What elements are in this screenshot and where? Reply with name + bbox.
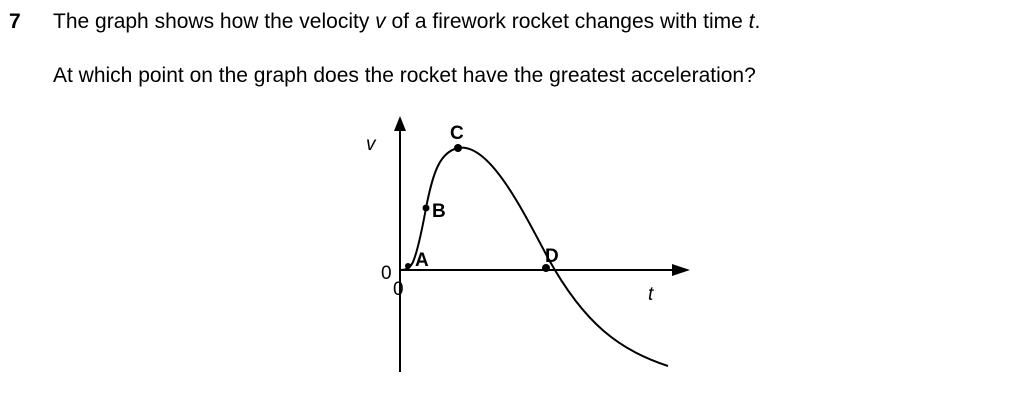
point-a-marker <box>405 263 411 269</box>
velocity-symbol: v <box>375 10 386 33</box>
question-line-1: The graph shows how the velocity v of a … <box>53 10 760 34</box>
question-text-end: . <box>754 10 761 33</box>
v-axis-label: v <box>366 134 377 155</box>
question-line-2: At which point on the graph does the roc… <box>53 64 756 87</box>
point-b-marker <box>422 204 430 212</box>
question-number: 7 <box>9 10 21 33</box>
origin-t-zero: 0 <box>393 279 404 300</box>
point-a-label: A <box>415 250 429 271</box>
origin-v-zero: 0 <box>381 263 392 284</box>
question-text-part2: of a firework rocket changes with time <box>385 10 749 33</box>
point-d-marker <box>542 264 550 272</box>
question-text-part1: The graph shows how the velocity <box>53 10 376 33</box>
v-axis-arrow <box>394 116 406 131</box>
time-symbol: t <box>748 10 755 33</box>
t-axis-label: t <box>648 284 654 305</box>
point-d-label: D <box>545 246 559 267</box>
t-axis-arrow <box>672 264 690 276</box>
point-b-label: B <box>432 201 446 222</box>
point-c-marker <box>454 144 462 152</box>
point-c-label: C <box>450 123 464 144</box>
velocity-time-graph: A B C D v t 0 0 <box>366 116 690 372</box>
velocity-curve <box>399 146 669 367</box>
